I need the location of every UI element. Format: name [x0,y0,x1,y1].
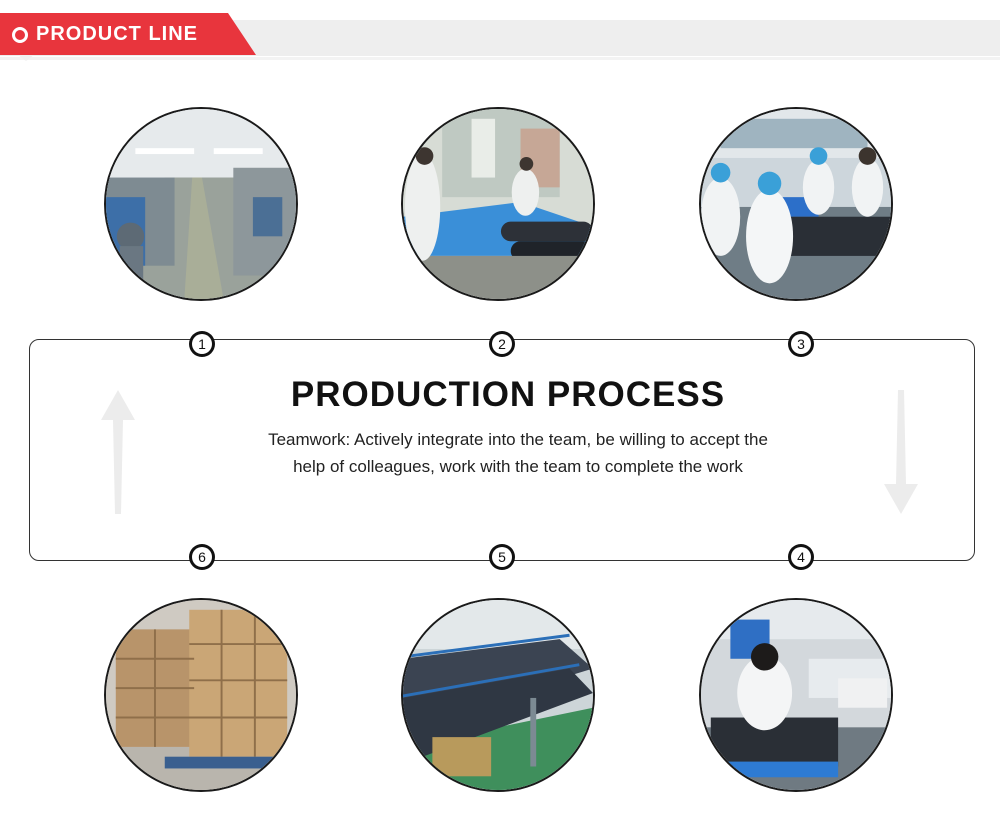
step-number: 4 [791,547,811,567]
step-number: 2 [492,334,512,354]
process-description: Teamwork: Actively integrate into the te… [268,430,768,476]
step-badge-5: 5 [489,544,515,570]
carton-stack-photo [104,598,298,792]
process-title: PRODUCTION PROCESS [290,375,726,414]
arrow-down-icon [884,390,918,514]
factory-aisle-photo [104,107,298,301]
step-number: 5 [492,547,512,567]
product-rack-photo [401,598,595,792]
header-divider [0,57,1000,60]
arrow-up-icon [101,390,135,514]
header-fold [18,55,34,61]
ring-bullet-icon [12,27,28,43]
step-number: 1 [192,334,212,354]
fabric-cutting-photo [401,107,595,301]
section-title-tag [0,13,256,55]
step-badge-1: 1 [189,331,215,357]
sewing-station-photo [699,598,893,792]
production-process-panel [29,339,975,561]
step-badge-2: 2 [489,331,515,357]
step-number: 3 [791,334,811,354]
step-badge-6: 6 [189,544,215,570]
step-badge-4: 4 [788,544,814,570]
section-title: PRODUCT LINE [36,23,198,45]
step-badge-3: 3 [788,331,814,357]
assembly-workers-photo [699,107,893,301]
step-number: 6 [192,547,212,567]
